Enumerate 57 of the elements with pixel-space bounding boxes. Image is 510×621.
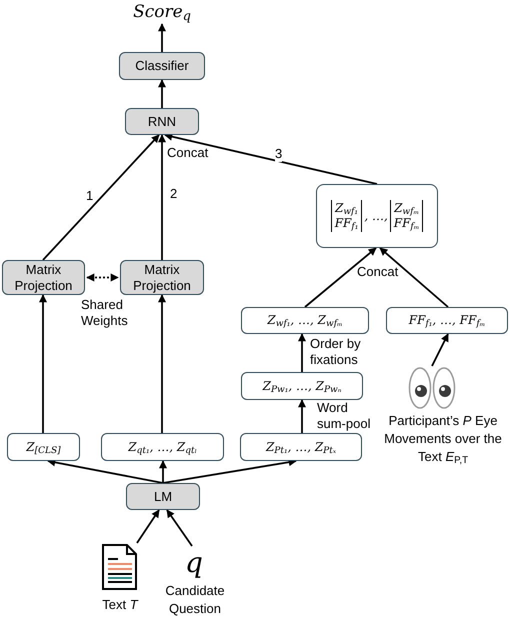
eyes-icon bbox=[408, 366, 456, 410]
caption-text: Candidate Question bbox=[164, 582, 226, 618]
arrow bbox=[162, 458, 297, 484]
arrow bbox=[304, 247, 377, 308]
process-box bbox=[120, 260, 204, 295]
embedding-box bbox=[101, 433, 224, 461]
process-box bbox=[119, 52, 205, 80]
document-icon bbox=[101, 543, 138, 591]
embedding-box bbox=[240, 433, 362, 461]
box-label: Classifier bbox=[135, 58, 189, 74]
math-expression: FF$_{fₘ}$ bbox=[394, 216, 420, 231]
arrow bbox=[38, 294, 48, 433]
annotation-text: Concat bbox=[357, 264, 400, 280]
arrow bbox=[298, 399, 306, 433]
process-box bbox=[2, 260, 85, 295]
math-expression: FF$_{f₁}$ bbox=[334, 216, 358, 231]
process-box bbox=[126, 483, 200, 510]
math-expression: Z$_{Pt₁}$, …, Z$_{Ptₓ}$ bbox=[266, 440, 336, 454]
caption-text: Text T bbox=[102, 596, 138, 614]
math-expression: Z$_{wf₁}$ bbox=[335, 201, 358, 216]
arrow bbox=[47, 458, 164, 484]
box-label: Matrix Projection bbox=[132, 262, 192, 294]
dotted-arrow bbox=[86, 273, 119, 282]
arrow bbox=[431, 333, 449, 366]
box-label: LM bbox=[154, 488, 172, 504]
arrow bbox=[158, 134, 166, 260]
math-expression: Z$_{[CLS]}$ bbox=[26, 440, 61, 454]
math-expression: Z$_{Pw₁}$, …, Z$_{Pwₙ}$ bbox=[262, 378, 342, 394]
arrow bbox=[136, 509, 160, 544]
edge-label: 3 bbox=[275, 146, 282, 162]
arrow bbox=[379, 247, 449, 308]
math-expression: , …, bbox=[364, 208, 388, 224]
math-expression: Z$_{wfₘ}$ bbox=[394, 201, 419, 216]
caption-text: Participant’s P Eye Movements over the Text E$_{P,T}$ bbox=[384, 412, 502, 466]
math-expression: Z$_{qt₁}$, …, Z$_{qtₗ}$ bbox=[128, 440, 197, 454]
annotation-text: Shared Weights bbox=[81, 297, 129, 329]
arrow bbox=[158, 294, 166, 433]
arrow bbox=[158, 460, 168, 483]
math-text: Score$_{q}$ bbox=[133, 4, 191, 20]
arrow bbox=[164, 132, 378, 185]
arrow bbox=[158, 23, 166, 52]
box-label: Matrix Projection bbox=[14, 262, 74, 294]
embedding-box bbox=[386, 307, 508, 334]
embedding-box bbox=[7, 433, 80, 461]
math-text: q bbox=[185, 549, 203, 577]
arrow bbox=[166, 509, 193, 547]
process-box bbox=[125, 108, 199, 135]
arrow bbox=[158, 79, 166, 108]
concat-box bbox=[316, 184, 438, 248]
embedding-box bbox=[241, 372, 363, 400]
embedding-box bbox=[241, 307, 369, 334]
math-expression: FF$_{f₁}$, …, FF$_{fₘ}$ bbox=[408, 313, 486, 328]
annotation-text: Concat bbox=[167, 145, 210, 161]
box-label: RNN bbox=[148, 114, 176, 130]
arrow bbox=[298, 333, 306, 372]
arrow bbox=[42, 134, 160, 261]
math-expression: Z$_{wf₁}$, …, Z$_{wfₘ}$ bbox=[267, 313, 343, 328]
